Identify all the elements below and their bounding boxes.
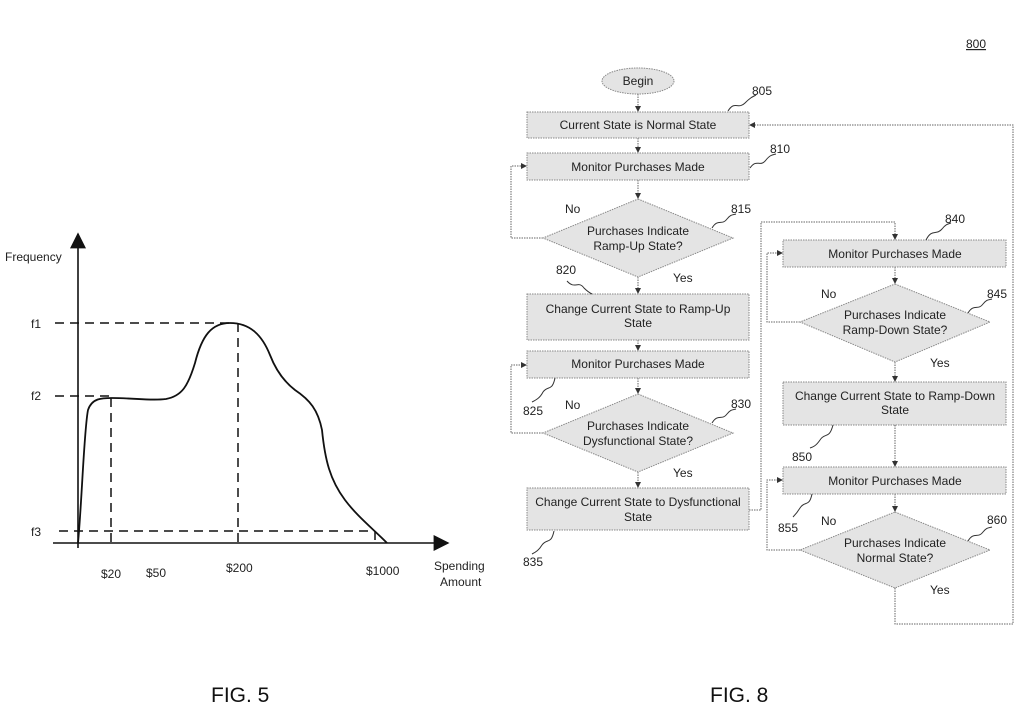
decision-830 — [541, 393, 735, 473]
x-tick-50: $50 — [146, 566, 166, 580]
step-805-box — [526, 111, 750, 139]
leader-850 — [809, 424, 834, 449]
step-835-box — [526, 487, 750, 531]
decision-815-line2: Ramp-Up State? — [593, 239, 683, 253]
ref-820: 820 — [556, 263, 576, 277]
decision-860 — [798, 511, 992, 589]
step-810-text: Monitor Purchases Made — [571, 160, 705, 174]
frequency-curve — [77, 322, 388, 544]
decision-845 — [798, 283, 992, 363]
fig8-caption: FIG. 8 — [710, 684, 768, 707]
ref-860: 860 — [987, 513, 1007, 527]
decision-830-yes: Yes — [673, 466, 693, 480]
decision-815-yes: Yes — [673, 271, 693, 285]
leader-830 — [711, 408, 737, 424]
connector-835-840 — [749, 221, 898, 511]
step-850-box — [782, 381, 1007, 426]
decision-815-no: No — [565, 202, 581, 216]
step-835-line2: State — [624, 510, 652, 524]
yes-loop-860-to-805 — [749, 122, 1014, 625]
figure-ref-800: 800 — [966, 37, 986, 51]
f2-guide — [55, 395, 112, 543]
ref-815: 815 — [731, 202, 751, 216]
step-820-line2: State — [624, 316, 652, 330]
step-825-text: Monitor Purchases Made — [571, 357, 705, 371]
decision-860-no: No — [821, 514, 837, 528]
leader-840 — [925, 222, 952, 241]
leader-860 — [967, 526, 993, 542]
step-850-line2: State — [881, 403, 909, 417]
no-loop-860 — [766, 477, 800, 551]
decision-845-yes: Yes — [930, 356, 950, 370]
ref-850: 850 — [792, 450, 812, 464]
no-loop-845 — [766, 250, 800, 323]
no-loop-815 — [510, 163, 543, 239]
step-855-box — [782, 466, 1007, 495]
leader-805 — [727, 94, 757, 112]
leader-820 — [566, 280, 593, 295]
f3-guide — [59, 530, 376, 543]
step-855-text: Monitor Purchases Made — [828, 474, 962, 488]
leader-810 — [749, 153, 777, 169]
step-850-line1: Change Current State to Ramp-Down — [795, 389, 995, 403]
decision-845-no: No — [821, 287, 837, 301]
decision-860-line1: Purchases Indicate — [844, 536, 946, 550]
begin-label: Begin — [623, 74, 654, 88]
x-tick-200: $200 — [226, 561, 253, 575]
decision-845-line2: Ramp-Down State? — [843, 323, 948, 337]
x-tick-20: $20 — [101, 567, 121, 581]
x-tick-1000: $1000 — [366, 564, 400, 578]
ref-840: 840 — [945, 212, 965, 226]
ref-855: 855 — [778, 521, 798, 535]
y-tick-f1: f1 — [31, 317, 41, 331]
y-tick-f2: f2 — [31, 389, 41, 403]
step-840-text: Monitor Purchases Made — [828, 247, 962, 261]
fig5-caption: FIG. 5 — [211, 684, 269, 707]
decision-845-line1: Purchases Indicate — [844, 308, 946, 322]
decision-830-no: No — [565, 398, 581, 412]
step-840-box — [782, 239, 1007, 268]
step-835-line1: Change Current State to Dysfunctional — [535, 495, 740, 509]
step-820-line1: Change Current State to Ramp-Up — [546, 302, 731, 316]
ref-830: 830 — [731, 397, 751, 411]
decision-815-line1: Purchases Indicate — [587, 224, 689, 238]
leader-835 — [531, 530, 555, 555]
step-825-box — [526, 350, 750, 379]
ref-835: 835 — [523, 555, 543, 569]
step-810-box — [526, 152, 750, 181]
ref-805: 805 — [752, 84, 772, 98]
step-820-box — [526, 293, 750, 341]
fig8-flowchart: 800 Begin Current State is Normal State … — [510, 37, 1014, 707]
decision-815 — [541, 198, 735, 278]
decision-860-yes: Yes — [930, 583, 950, 597]
leader-855 — [792, 493, 813, 518]
y-axis-label: Frequency — [5, 250, 62, 264]
y-tick-f3: f3 — [31, 525, 41, 539]
leader-845 — [967, 298, 993, 314]
ref-810: 810 — [770, 142, 790, 156]
fig5-chart: Frequency f1 f2 f3 $20 $50 $200 $1000 Sp… — [5, 232, 485, 707]
step-805-text: Current State is Normal State — [560, 118, 717, 132]
leader-815 — [711, 213, 737, 229]
leader-825 — [531, 377, 556, 403]
f1-guide — [55, 322, 239, 543]
x-axis-label-line2: Amount — [440, 575, 482, 589]
decision-830-line2: Dysfunctional State? — [583, 434, 693, 448]
ref-845: 845 — [987, 287, 1007, 301]
ref-825: 825 — [523, 404, 543, 418]
decision-830-line1: Purchases Indicate — [587, 419, 689, 433]
no-loop-830 — [510, 362, 543, 434]
x-axis-label-line1: Spending — [434, 559, 485, 573]
decision-860-line2: Normal State? — [857, 551, 934, 565]
